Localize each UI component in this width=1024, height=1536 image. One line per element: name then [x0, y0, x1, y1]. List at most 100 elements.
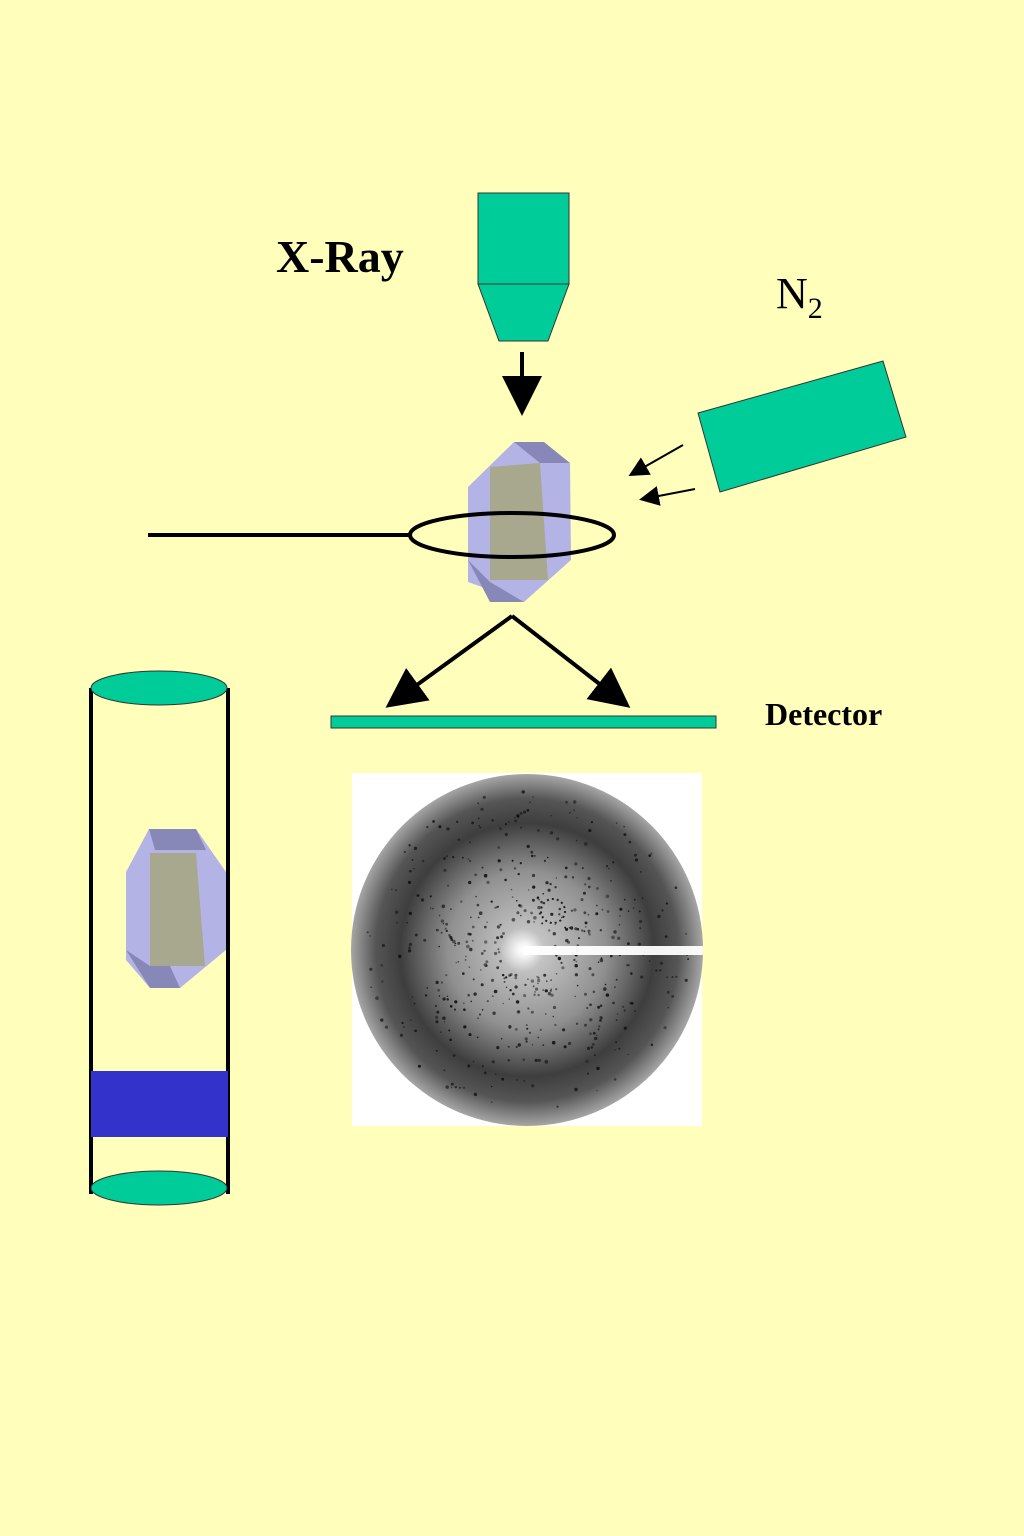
diffraction-spot — [499, 923, 502, 926]
diffraction-spot — [675, 975, 678, 978]
diffraction-spot — [610, 954, 613, 958]
diffraction-spot — [537, 976, 540, 979]
diffraction-spot — [514, 985, 518, 989]
diffraction-spot — [454, 944, 456, 947]
diffraction-spot — [491, 819, 494, 822]
diffraction-spot — [446, 827, 450, 831]
detector-label: Detector — [765, 696, 883, 732]
diffraction-spot — [408, 911, 412, 916]
diffraction-spot — [486, 921, 488, 923]
diffraction-spot — [610, 879, 612, 882]
diffraction-spot — [475, 895, 477, 898]
diffraction-spot — [600, 1017, 603, 1019]
diffraction-spot — [480, 807, 484, 811]
diffraction-spot — [507, 1059, 510, 1062]
diffraction-spot — [369, 935, 371, 937]
diffraction-spot — [380, 1018, 384, 1022]
diffraction-spot — [568, 1041, 572, 1046]
diffraction-spot — [469, 933, 472, 936]
diffraction-spot — [413, 846, 418, 851]
diffraction-spot — [596, 1066, 600, 1071]
diffraction-spot — [551, 1040, 556, 1045]
diffraction-spot — [409, 870, 412, 873]
diffraction-spot — [584, 992, 587, 996]
diffraction-spot — [526, 844, 530, 849]
diffraction-spot — [523, 1080, 525, 1082]
diffraction-spot — [499, 959, 502, 963]
diffraction-spot — [599, 929, 602, 932]
diffraction-spot — [467, 1064, 471, 1068]
diffraction-spot — [584, 883, 587, 886]
diffraction-spot — [484, 940, 488, 944]
n2-label-subscript: 2 — [807, 292, 823, 325]
diffraction-spot — [527, 1007, 530, 1010]
diffraction-spot — [633, 898, 636, 901]
diffraction-spot — [399, 1033, 403, 1037]
diffraction-spot — [497, 859, 501, 863]
diffraction-spot — [462, 972, 465, 975]
diffraction-spot — [496, 925, 501, 929]
diffraction-spot — [430, 907, 432, 909]
diffraction-spot — [395, 910, 399, 914]
diffraction-spot — [599, 1019, 602, 1022]
diffraction-spot — [460, 900, 463, 903]
diffraction-spot — [420, 898, 425, 902]
diffraction-spot — [628, 840, 632, 844]
diffraction-spot — [472, 1060, 475, 1063]
diffraction-spot — [457, 941, 461, 945]
diffraction-spot — [546, 856, 549, 859]
diffraction-spot — [457, 960, 460, 963]
diffraction-spot — [503, 977, 506, 980]
diffraction-spot — [533, 854, 536, 857]
diffraction-spot — [493, 989, 498, 994]
diffraction-spot — [567, 940, 571, 944]
diffraction-spot — [637, 942, 641, 946]
diffraction-spot — [642, 954, 644, 957]
diffraction-spot — [527, 978, 529, 980]
diffraction-spot — [443, 857, 446, 860]
diffraction-spot — [438, 825, 442, 829]
diffraction-spot — [500, 935, 504, 939]
diffraction-spot — [501, 1077, 505, 1081]
diffraction-spot — [435, 929, 438, 931]
diffraction-spot — [414, 1029, 417, 1033]
diffraction-spot — [401, 1021, 404, 1025]
diffraction-spot — [533, 921, 535, 923]
diffraction-spot — [542, 892, 545, 895]
diffraction-spot — [471, 821, 474, 825]
diffraction-spot — [578, 937, 580, 940]
diffraction-spot — [482, 795, 486, 799]
diffraction-spot — [595, 912, 599, 916]
diffraction-spot — [515, 1000, 520, 1004]
diffraction-spot — [438, 914, 441, 917]
diffraction-spot — [494, 951, 498, 956]
diffraction-spot — [470, 916, 472, 919]
diffraction-spot — [503, 981, 506, 983]
diffraction-spot — [472, 978, 475, 981]
diffraction-spot — [527, 889, 530, 891]
diffraction-spot — [671, 976, 674, 978]
diffraction-spot — [550, 815, 552, 817]
diffraction-spot — [584, 926, 587, 928]
diffraction-spot — [535, 987, 539, 991]
diffraction-spot — [424, 994, 428, 997]
diffraction-spot — [533, 916, 537, 920]
diffraction-spot — [452, 1054, 456, 1057]
diffraction-spot — [509, 989, 512, 992]
cryo-band — [91, 1071, 228, 1137]
diffraction-spot — [563, 1045, 567, 1049]
diffraction-spot — [468, 880, 472, 885]
diffraction-spot — [477, 1017, 479, 1019]
diffraction-spot — [555, 988, 558, 991]
diffraction-spot — [510, 888, 513, 891]
vial-crystal — [126, 829, 226, 988]
diffraction-spot — [569, 811, 571, 814]
diffraction-spot — [591, 973, 595, 977]
diffraction-spot — [549, 882, 552, 886]
diffraction-spot — [436, 1010, 440, 1014]
diffraction-spot — [614, 986, 616, 988]
diffraction-spot — [480, 983, 484, 987]
diffraction-spot — [560, 961, 563, 965]
diffraction-spot — [547, 888, 551, 892]
diffraction-spot — [438, 995, 441, 997]
